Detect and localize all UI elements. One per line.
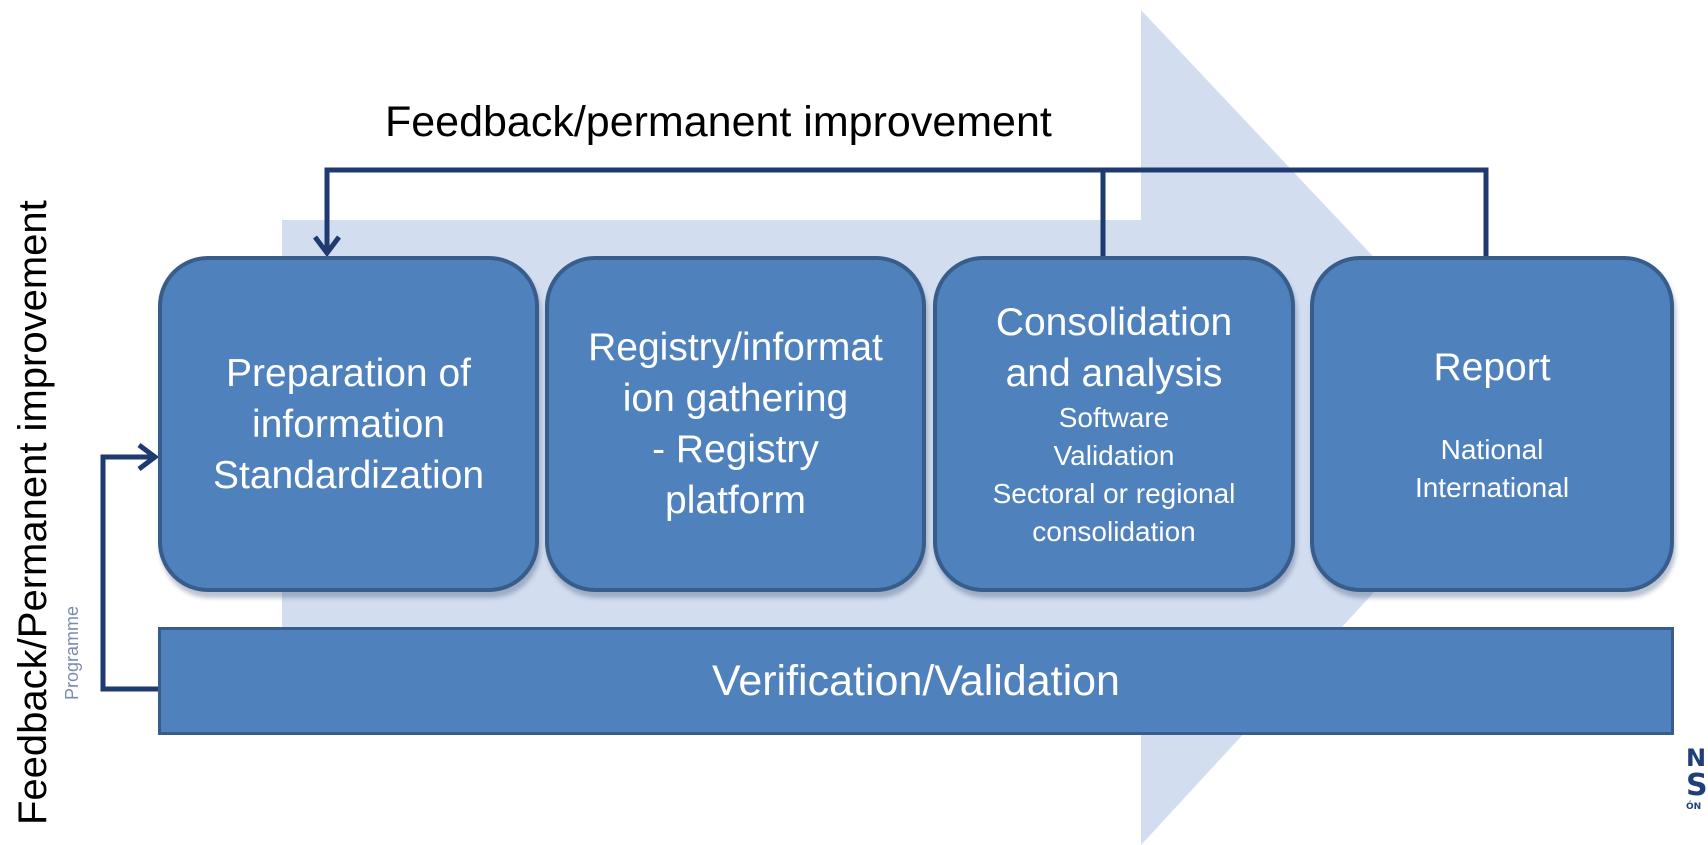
- consolidation-title-line: Consolidation: [995, 301, 1233, 344]
- preparation-box: Preparation of information Standardizati…: [158, 256, 539, 592]
- consolidation-title-line: and analysis: [1005, 352, 1223, 395]
- consolidation-detail-line: Sectoral or regional: [992, 478, 1236, 509]
- top-feedback-label: Feedback/permanent improvement: [385, 98, 1052, 146]
- consolidation-box: Consolidation and analysis Software Vali…: [933, 256, 1295, 592]
- side-feedback-connector: [100, 454, 158, 692]
- report-title-line: Report: [1433, 345, 1551, 389]
- side-feedback-arrowhead: [137, 443, 160, 471]
- preparation-title-line: Standardization: [212, 453, 485, 497]
- consolidation-detail-line: consolidation: [1032, 516, 1196, 547]
- preparation-title-line: information: [252, 402, 445, 446]
- report-detail-line: National: [1440, 433, 1544, 465]
- registry-title-line: ion gathering: [622, 377, 849, 420]
- registry-title-line: Registry/informat: [588, 326, 883, 369]
- logo-line-1: N: [1686, 744, 1707, 772]
- consolidation-detail-line: Software: [1058, 402, 1170, 433]
- side-feedback-label: Feedback/Permanent improvement: [11, 200, 55, 825]
- top-feedback-connector: [324, 167, 1489, 256]
- logo: N S ÓN: [1686, 745, 1708, 813]
- report-detail-line: International: [1414, 471, 1570, 503]
- consolidation-detail-line: Validation: [1053, 440, 1175, 471]
- logo-line-3: ÓN: [1686, 802, 1702, 812]
- top-feedback-arrowhead: [313, 235, 341, 258]
- registry-box: Registry/informat ion gathering - Regist…: [545, 256, 926, 592]
- logo-line-2: S: [1686, 768, 1708, 803]
- side-feedback-ghost-text: Programme: [62, 605, 82, 700]
- registry-title-line: - Registry: [652, 428, 819, 471]
- verification-label: Verification/Validation: [712, 656, 1120, 705]
- registry-title-line: platform: [665, 479, 806, 522]
- report-box: Report National International: [1310, 256, 1674, 592]
- verification-bar: Verification/Validation: [158, 627, 1674, 735]
- preparation-title-line: Preparation of: [226, 351, 471, 395]
